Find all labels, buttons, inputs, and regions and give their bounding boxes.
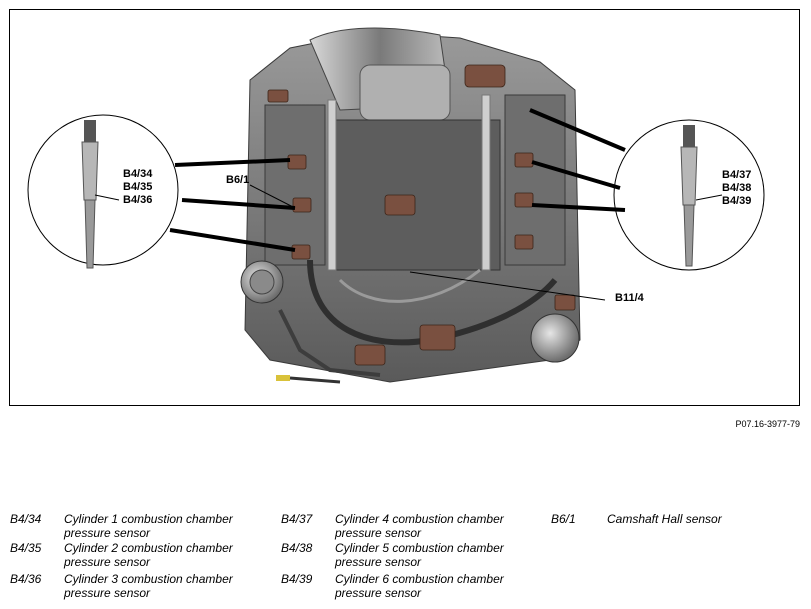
right-detail-circle xyxy=(613,119,765,271)
legend-desc: Cylinder 6 combustion chamber pressure s… xyxy=(335,572,504,600)
callout-b4-38: B4/38 xyxy=(722,182,752,194)
figure-reference: P07.16-3977-79 xyxy=(735,419,800,429)
left-detail-circle xyxy=(27,114,179,269)
callout-b4-39: B4/39 xyxy=(722,195,752,207)
legend-code: B4/38 xyxy=(281,541,313,555)
leader-lines xyxy=(94,184,723,301)
callout-b4-37: B4/37 xyxy=(722,169,752,181)
legend-desc: Cylinder 4 combustion chamber pressure s… xyxy=(335,512,504,540)
callout-b6-1: B6/1 xyxy=(226,174,250,186)
legend-desc: Cylinder 1 combustion chamber pressure s… xyxy=(64,512,233,540)
legend-code: B4/34 xyxy=(10,512,42,526)
legend-desc: Cylinder 5 combustion chamber pressure s… xyxy=(335,541,504,569)
callout-left-group: B4/34 B4/35 B4/36 xyxy=(123,168,152,207)
legend-desc: Cylinder 2 combustion chamber pressure s… xyxy=(64,541,233,569)
legend-desc: Camshaft Hall sensor xyxy=(607,512,722,526)
legend-desc: Cylinder 3 combustion chamber pressure s… xyxy=(64,572,233,600)
diagram-frame: B4/34 B4/35 B4/36 B4/37 B4/38 B4/39 B6/1… xyxy=(9,9,800,406)
callout-b4-36: B4/36 xyxy=(123,194,153,206)
legend-code: B6/1 xyxy=(551,512,576,526)
callout-right-group: B4/37 B4/38 B4/39 xyxy=(722,169,751,208)
legend-code: B4/35 xyxy=(10,541,42,555)
callout-b4-35: B4/35 xyxy=(123,181,153,193)
legend-code: B4/36 xyxy=(10,572,42,586)
sensor-connectors xyxy=(267,64,576,366)
legend-code: B4/37 xyxy=(281,512,313,526)
leader-bands xyxy=(169,108,626,252)
legend-code: B4/39 xyxy=(281,572,313,586)
callout-b4-34: B4/34 xyxy=(123,168,153,180)
callout-b11-4: B11/4 xyxy=(615,292,644,304)
engine-illustration xyxy=(27,27,765,384)
